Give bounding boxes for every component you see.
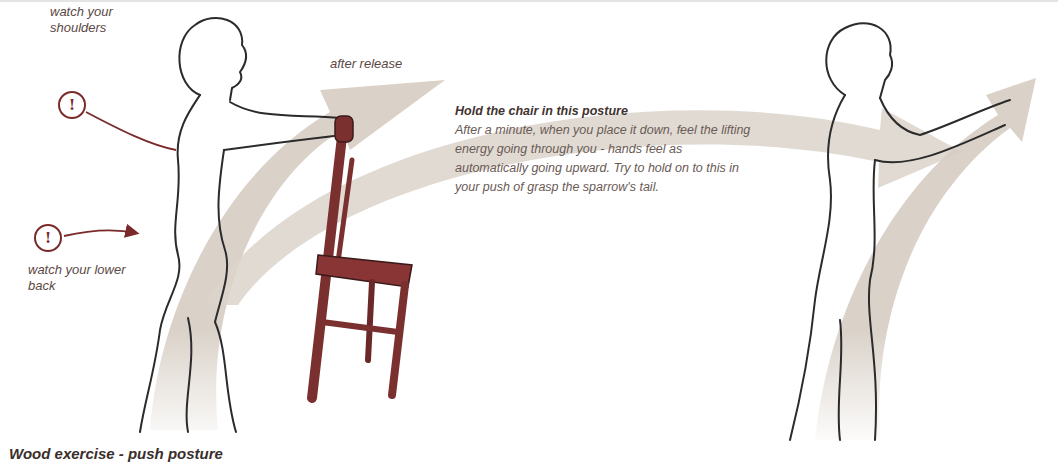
figure-right	[790, 23, 1010, 440]
warning-mark: !	[69, 98, 76, 113]
arrow-label: after release	[330, 56, 450, 72]
top-rule	[0, 1, 1058, 2]
caption: Wood exercise - push posture	[6, 444, 226, 464]
leader-arrow	[64, 230, 136, 236]
leader-line	[86, 112, 176, 150]
chair	[312, 116, 412, 398]
warning-circle: !	[34, 224, 62, 252]
figure-left	[140, 18, 340, 432]
energy-arc	[205, 108, 962, 305]
note-label: watch your shoulders	[50, 4, 140, 36]
note-label: watch your lower back	[28, 262, 128, 294]
heading-text: Hold the chair in this posture	[455, 102, 775, 120]
warning-mark: !	[45, 231, 52, 246]
body-text: After a minute, when you place it down, …	[455, 121, 755, 197]
warning-circle: !	[58, 91, 86, 119]
fade	[0, 330, 1058, 450]
